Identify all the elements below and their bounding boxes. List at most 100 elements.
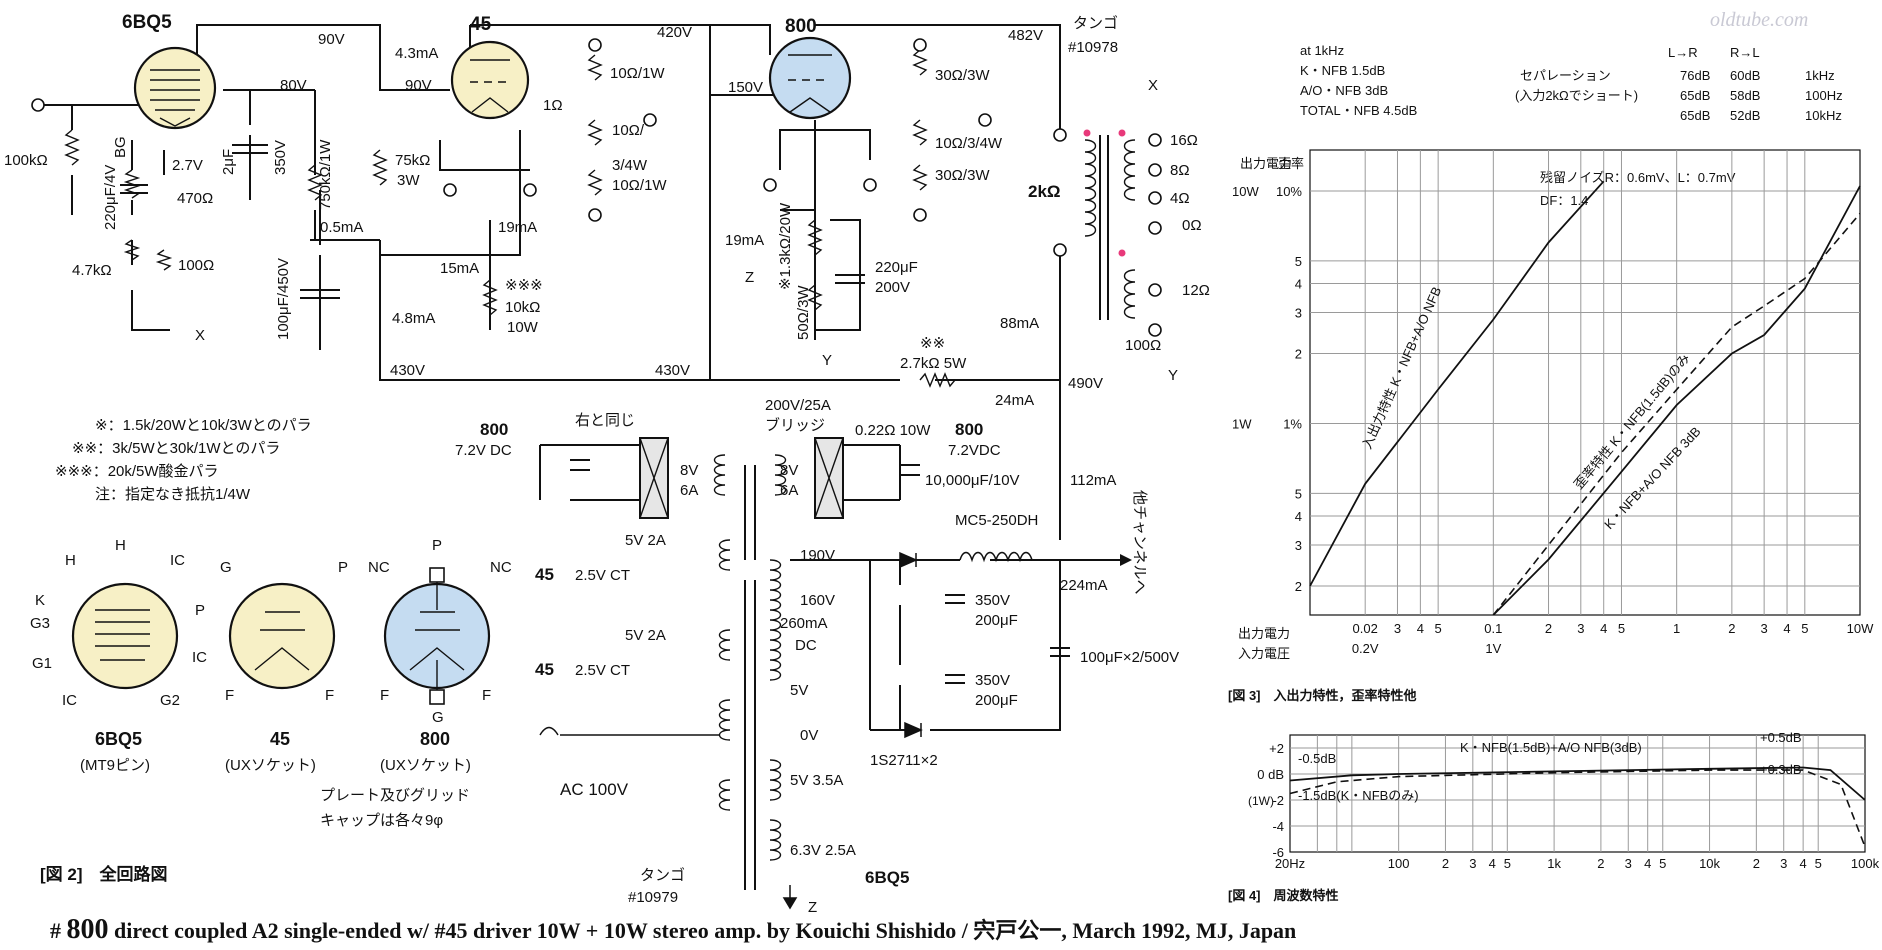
pt-lv-secondary — [769, 759, 782, 861]
resistor-100 — [155, 249, 173, 271]
lbl-220u-b-v: 200V — [875, 279, 910, 296]
fig3-sep-col-lr: L→R — [1668, 45, 1698, 60]
bridge-left-x — [639, 437, 669, 519]
fig3-sep-r1-f: 100Hz — [1805, 88, 1843, 103]
fig3-xtick: 2 — [1545, 621, 1552, 636]
fig3-sep-r2-rl: 52dB — [1730, 108, 1760, 123]
lbl-1k3: ※1.3kΩ/20W — [777, 202, 794, 290]
lbl-112ma: 112mA — [1070, 472, 1116, 489]
fig3-caption: [図 3] 入出力特性，歪率特性他 — [1228, 688, 1417, 703]
lbl-150v: 150V — [728, 79, 763, 96]
lbl-y: Y — [822, 352, 832, 369]
tube-45-envelope — [450, 40, 530, 120]
lbl-0ohm: 0Ω — [1182, 217, 1202, 234]
socket-type-45: (UXソケット) — [225, 757, 316, 774]
lbl-10k: 10kΩ — [505, 299, 540, 316]
fig3-xtick: 4 — [1417, 621, 1424, 636]
ps-heater-wires — [539, 444, 901, 501]
lbl-482v: 482V — [1008, 27, 1043, 44]
pin-800-p: P — [432, 537, 442, 554]
lbl-6bq5-heater: 6BQ5 — [865, 868, 909, 887]
socket-name-6bq5: 6BQ5 — [95, 729, 142, 749]
lbl-50: 50Ω/3W — [795, 285, 812, 340]
socket-name-800: 800 — [420, 729, 450, 749]
tube-45-label: 45 — [470, 14, 492, 35]
ps-caps — [945, 594, 1070, 684]
tube-800-envelope — [768, 36, 852, 120]
lbl-other-ch: 他チャンネルへ — [1131, 490, 1148, 595]
note-1: ※：1.5k/20Wと10k/3Wとのパラ — [95, 417, 312, 434]
lbl-47k: 4.7kΩ — [72, 262, 112, 279]
main-wires-4 — [710, 24, 1061, 470]
lbl-z-out: Z — [808, 899, 817, 916]
fig4-xtick: 5 — [1504, 856, 1511, 871]
fig3-xlabel-1: 出力電力 — [1238, 626, 1290, 641]
lbl-6a-b: 6A — [780, 482, 798, 499]
fig3-xtick: 5 — [1618, 621, 1625, 636]
resistor-30-a — [912, 49, 928, 76]
resistor-50 — [807, 284, 823, 311]
lbl-24ma: 24mA — [995, 392, 1034, 409]
lbl-160v: 160V — [800, 592, 835, 609]
lbl-10-1w-b: 10Ω/1W — [612, 177, 667, 194]
lbl-80v: 80V — [280, 77, 307, 94]
fig3-sep-r1-rl: 58dB — [1730, 88, 1760, 103]
lbl-2u: 2μF — [220, 149, 237, 175]
pin-45-f1: F — [225, 687, 234, 704]
lbl-z: Z — [745, 269, 754, 286]
fig3-series-0 — [1309, 180, 1605, 587]
lbl-350v-a: 350V — [975, 592, 1010, 609]
ot-core — [1099, 135, 1109, 320]
fig3-ytick: 4 — [1295, 276, 1302, 291]
lbl-27v: 2.7V — [172, 157, 203, 174]
pin-6bq5-ic3: IC — [62, 692, 77, 709]
lbl-200u-b: 200μF — [975, 692, 1018, 709]
resistor-2k7 — [919, 372, 956, 388]
fig3-sep-label: セパレーション — [1520, 68, 1611, 83]
arrow-other-ch — [1120, 554, 1132, 566]
lbl-45a: 45 — [535, 565, 554, 584]
lbl-4ohm: 4Ω — [1170, 190, 1190, 207]
fig4-xtick: 100 — [1388, 856, 1410, 871]
lbl-800b-v: 7.2VDC — [948, 442, 1001, 459]
plate-note-1: プレート及びグリッド — [320, 787, 470, 804]
resistor-47k — [123, 239, 141, 261]
lbl-420v: 420V — [657, 24, 692, 41]
notes: ※：1.5k/20Wと10k/3Wとのパラ ※※：3k/5Wと30k/1Wとのパ… — [55, 417, 312, 503]
fig4-xtick: 2 — [1597, 856, 1604, 871]
fig3-cond-2: K・NFB 1.5dB — [1300, 63, 1385, 78]
pt-winding-8v-a — [713, 454, 726, 496]
lbl-220u-b: 220μF — [875, 259, 918, 276]
fig4-xtick: 100k — [1851, 856, 1880, 871]
fig4-annotation: K・NFB(1.5dB)+A/O NFB(3dB) — [1460, 740, 1642, 755]
fig3-sep-sublabel: (入力2kΩでショート) — [1515, 88, 1638, 103]
fig4-ytick: +2 — [1269, 741, 1284, 756]
fig3-ytick: 2 — [1295, 579, 1302, 594]
fig3-ytick: 3 — [1295, 306, 1302, 321]
lbl-10k-w: 10W — [507, 319, 539, 336]
lbl-2u-v: 350V — [272, 140, 289, 175]
fig3-xtick: 2 — [1728, 621, 1735, 636]
note-2: ※※：3k/5Wと30k/1Wとのパラ — [72, 440, 280, 457]
lbl-5v2a-b: 5V 2A — [625, 627, 666, 644]
lbl-diode: 1S2711×2 — [870, 752, 938, 769]
socket-type-800: (UXソケット) — [380, 757, 471, 774]
fig3-sep-r0-rl: 60dB — [1730, 68, 1760, 83]
fig3-xtick: 5 — [1435, 621, 1442, 636]
tube-6bq5-envelope — [133, 46, 217, 130]
lbl-022: 0.22Ω 10W — [855, 422, 931, 439]
lbl-tango-pt: タンゴ — [640, 866, 685, 884]
lbl-5v: 5V — [790, 682, 808, 699]
lbl-10-34-b: 10Ω/3/4W — [935, 135, 1003, 152]
lbl-430v-a: 430V — [390, 362, 425, 379]
fig3-frame — [1309, 149, 1861, 616]
lbl-350v-b: 350V — [975, 672, 1010, 689]
pin-6bq5-p: P — [195, 602, 205, 619]
lbl-190v: 190V — [800, 547, 835, 564]
lbl-10k-mark: ※※※ — [505, 277, 543, 294]
ot-polarity-dots — [1083, 129, 1126, 257]
fig3-xtick: 5 — [1801, 621, 1808, 636]
lbl-470: 470Ω — [177, 190, 213, 207]
ot-taps — [1148, 133, 1162, 337]
